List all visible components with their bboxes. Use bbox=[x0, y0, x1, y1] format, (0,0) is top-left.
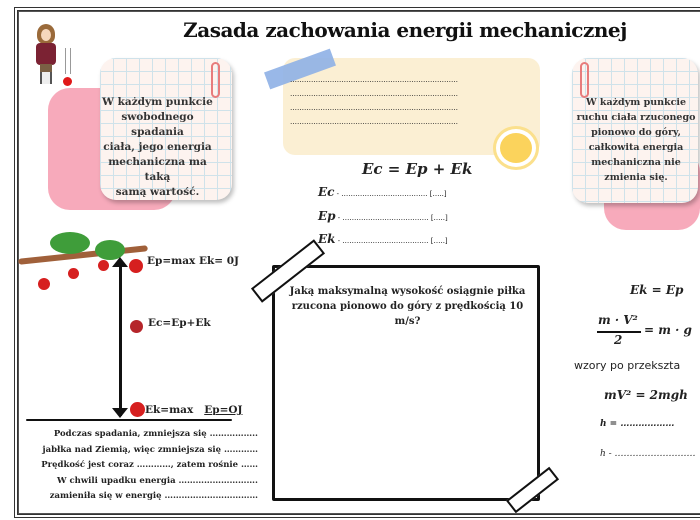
note-line: swobodnego spadania bbox=[121, 111, 194, 138]
arrow-head-up bbox=[112, 257, 128, 267]
fill-in-line[interactable]: Prędkość jest coraz …………, zatem rośnie …… bbox=[41, 460, 258, 470]
note-line: ciała, jego energia bbox=[103, 141, 212, 153]
fill-in-line[interactable]: Podczas spadania, zmniejsza się …………….. bbox=[53, 429, 258, 439]
ground-line bbox=[26, 419, 232, 421]
page-title: Zasada zachowania energii mechanicznej bbox=[183, 18, 627, 42]
eq-mv2: mV² = 2mgh bbox=[604, 388, 688, 402]
scientist-illustration bbox=[34, 24, 58, 86]
note-line: ruchu ciała rzuconego bbox=[576, 112, 696, 123]
definition-blank[interactable]: - ………………………………. […..] bbox=[335, 237, 448, 245]
paperclip-icon bbox=[211, 62, 220, 98]
fill-in-line[interactable]: W chwili upadku energia ………………………. bbox=[57, 475, 258, 486]
definition-ek: Ek - ………………………………. […..] bbox=[318, 232, 448, 246]
fraction-numerator: m · V² bbox=[598, 313, 638, 327]
leaves bbox=[50, 232, 90, 254]
motion-lines bbox=[65, 48, 71, 74]
legs bbox=[40, 72, 52, 84]
fill-in-line[interactable]: jabłka nad Ziemią, więc zmniejsza się ……… bbox=[42, 444, 259, 455]
bottom-label: Ek=max Ep=OJ bbox=[145, 404, 242, 416]
fraction-rhs: = m · g bbox=[644, 323, 692, 337]
symbol: Ek bbox=[318, 232, 336, 246]
leaves bbox=[95, 240, 125, 260]
apple-icon bbox=[130, 320, 143, 333]
right-note bbox=[572, 58, 698, 203]
sun-icon bbox=[500, 133, 532, 163]
fraction-denominator: 2 bbox=[614, 333, 623, 347]
ek-max-label: Ek=max bbox=[145, 404, 194, 416]
right-note-text: W każdym punkcie ruchu ciała rzuconego p… bbox=[576, 95, 696, 185]
eq-ek-ep: Ek = Ep bbox=[630, 283, 684, 297]
question-box[interactable] bbox=[272, 265, 540, 501]
left-note bbox=[100, 58, 232, 200]
apple-icon bbox=[68, 268, 79, 279]
apple-icon bbox=[38, 278, 50, 290]
paperclip-icon bbox=[580, 62, 589, 98]
middle-label: Ec=Ep+Ek bbox=[148, 317, 211, 329]
note-line: mechaniczna nie bbox=[591, 157, 681, 168]
answer-box bbox=[283, 58, 540, 155]
fill-in-line[interactable]: zamieniła się w energię …………………………… bbox=[49, 491, 258, 501]
blank-line[interactable]: ……………………………………………………………… bbox=[290, 118, 458, 126]
arrow-line bbox=[119, 260, 122, 416]
definition-blank[interactable]: - ………………………………. […..] bbox=[335, 214, 448, 222]
fraction-bar bbox=[597, 331, 641, 333]
question-text: Jaką maksymalną wysokość osiągnie piłka … bbox=[289, 286, 526, 327]
definition-ec: Ec - ………………………………. […..] bbox=[318, 185, 447, 199]
ep-zero-label: Ep=OJ bbox=[204, 404, 243, 416]
definition-blank[interactable]: - ………………………………. […..] bbox=[334, 190, 447, 198]
page-border bbox=[14, 7, 700, 518]
note-line: zmienia się. bbox=[604, 172, 668, 183]
symbol: Ep bbox=[318, 209, 336, 223]
main-formula: Ec = Ep + Ek bbox=[362, 160, 473, 178]
trousers bbox=[40, 64, 52, 72]
blank-line[interactable]: ……………………………………………………………… bbox=[290, 90, 458, 98]
apple-icon bbox=[98, 260, 109, 271]
blank-line[interactable]: ……………………………………………………………… bbox=[290, 76, 458, 84]
h-definition[interactable]: h - ……………………… bbox=[600, 449, 696, 459]
apple-icon bbox=[129, 259, 143, 273]
apple-icon bbox=[130, 402, 145, 417]
falling-ball-icon bbox=[63, 77, 72, 86]
face bbox=[41, 29, 51, 41]
note-line: W każdym punkcie bbox=[585, 97, 687, 108]
note-line: pionowo do góry, bbox=[591, 127, 681, 138]
note-line: całkowita energia bbox=[588, 142, 684, 153]
h-equation[interactable]: h = ……………… bbox=[600, 419, 675, 429]
symbol: Ec bbox=[318, 185, 335, 199]
transform-label: wzory po przekszta bbox=[574, 359, 681, 372]
top-label: Ep=max Ek= 0J bbox=[147, 255, 239, 267]
definition-ep: Ep - ………………………………. […..] bbox=[318, 209, 448, 223]
arrow-head-down bbox=[112, 408, 128, 418]
left-note-text: W każdym punkcie swobodnego spadania cia… bbox=[95, 95, 220, 200]
fill-in-text: Podczas spadania, zmniejsza się …………….. … bbox=[22, 427, 258, 505]
coat bbox=[36, 43, 56, 65]
note-line: samą wartość. bbox=[115, 186, 200, 198]
note-line: W każdym punkcie bbox=[102, 96, 213, 108]
blank-line[interactable]: ……………………………………………………………… bbox=[290, 104, 458, 112]
note-line: mechaniczna ma taką bbox=[108, 156, 207, 183]
